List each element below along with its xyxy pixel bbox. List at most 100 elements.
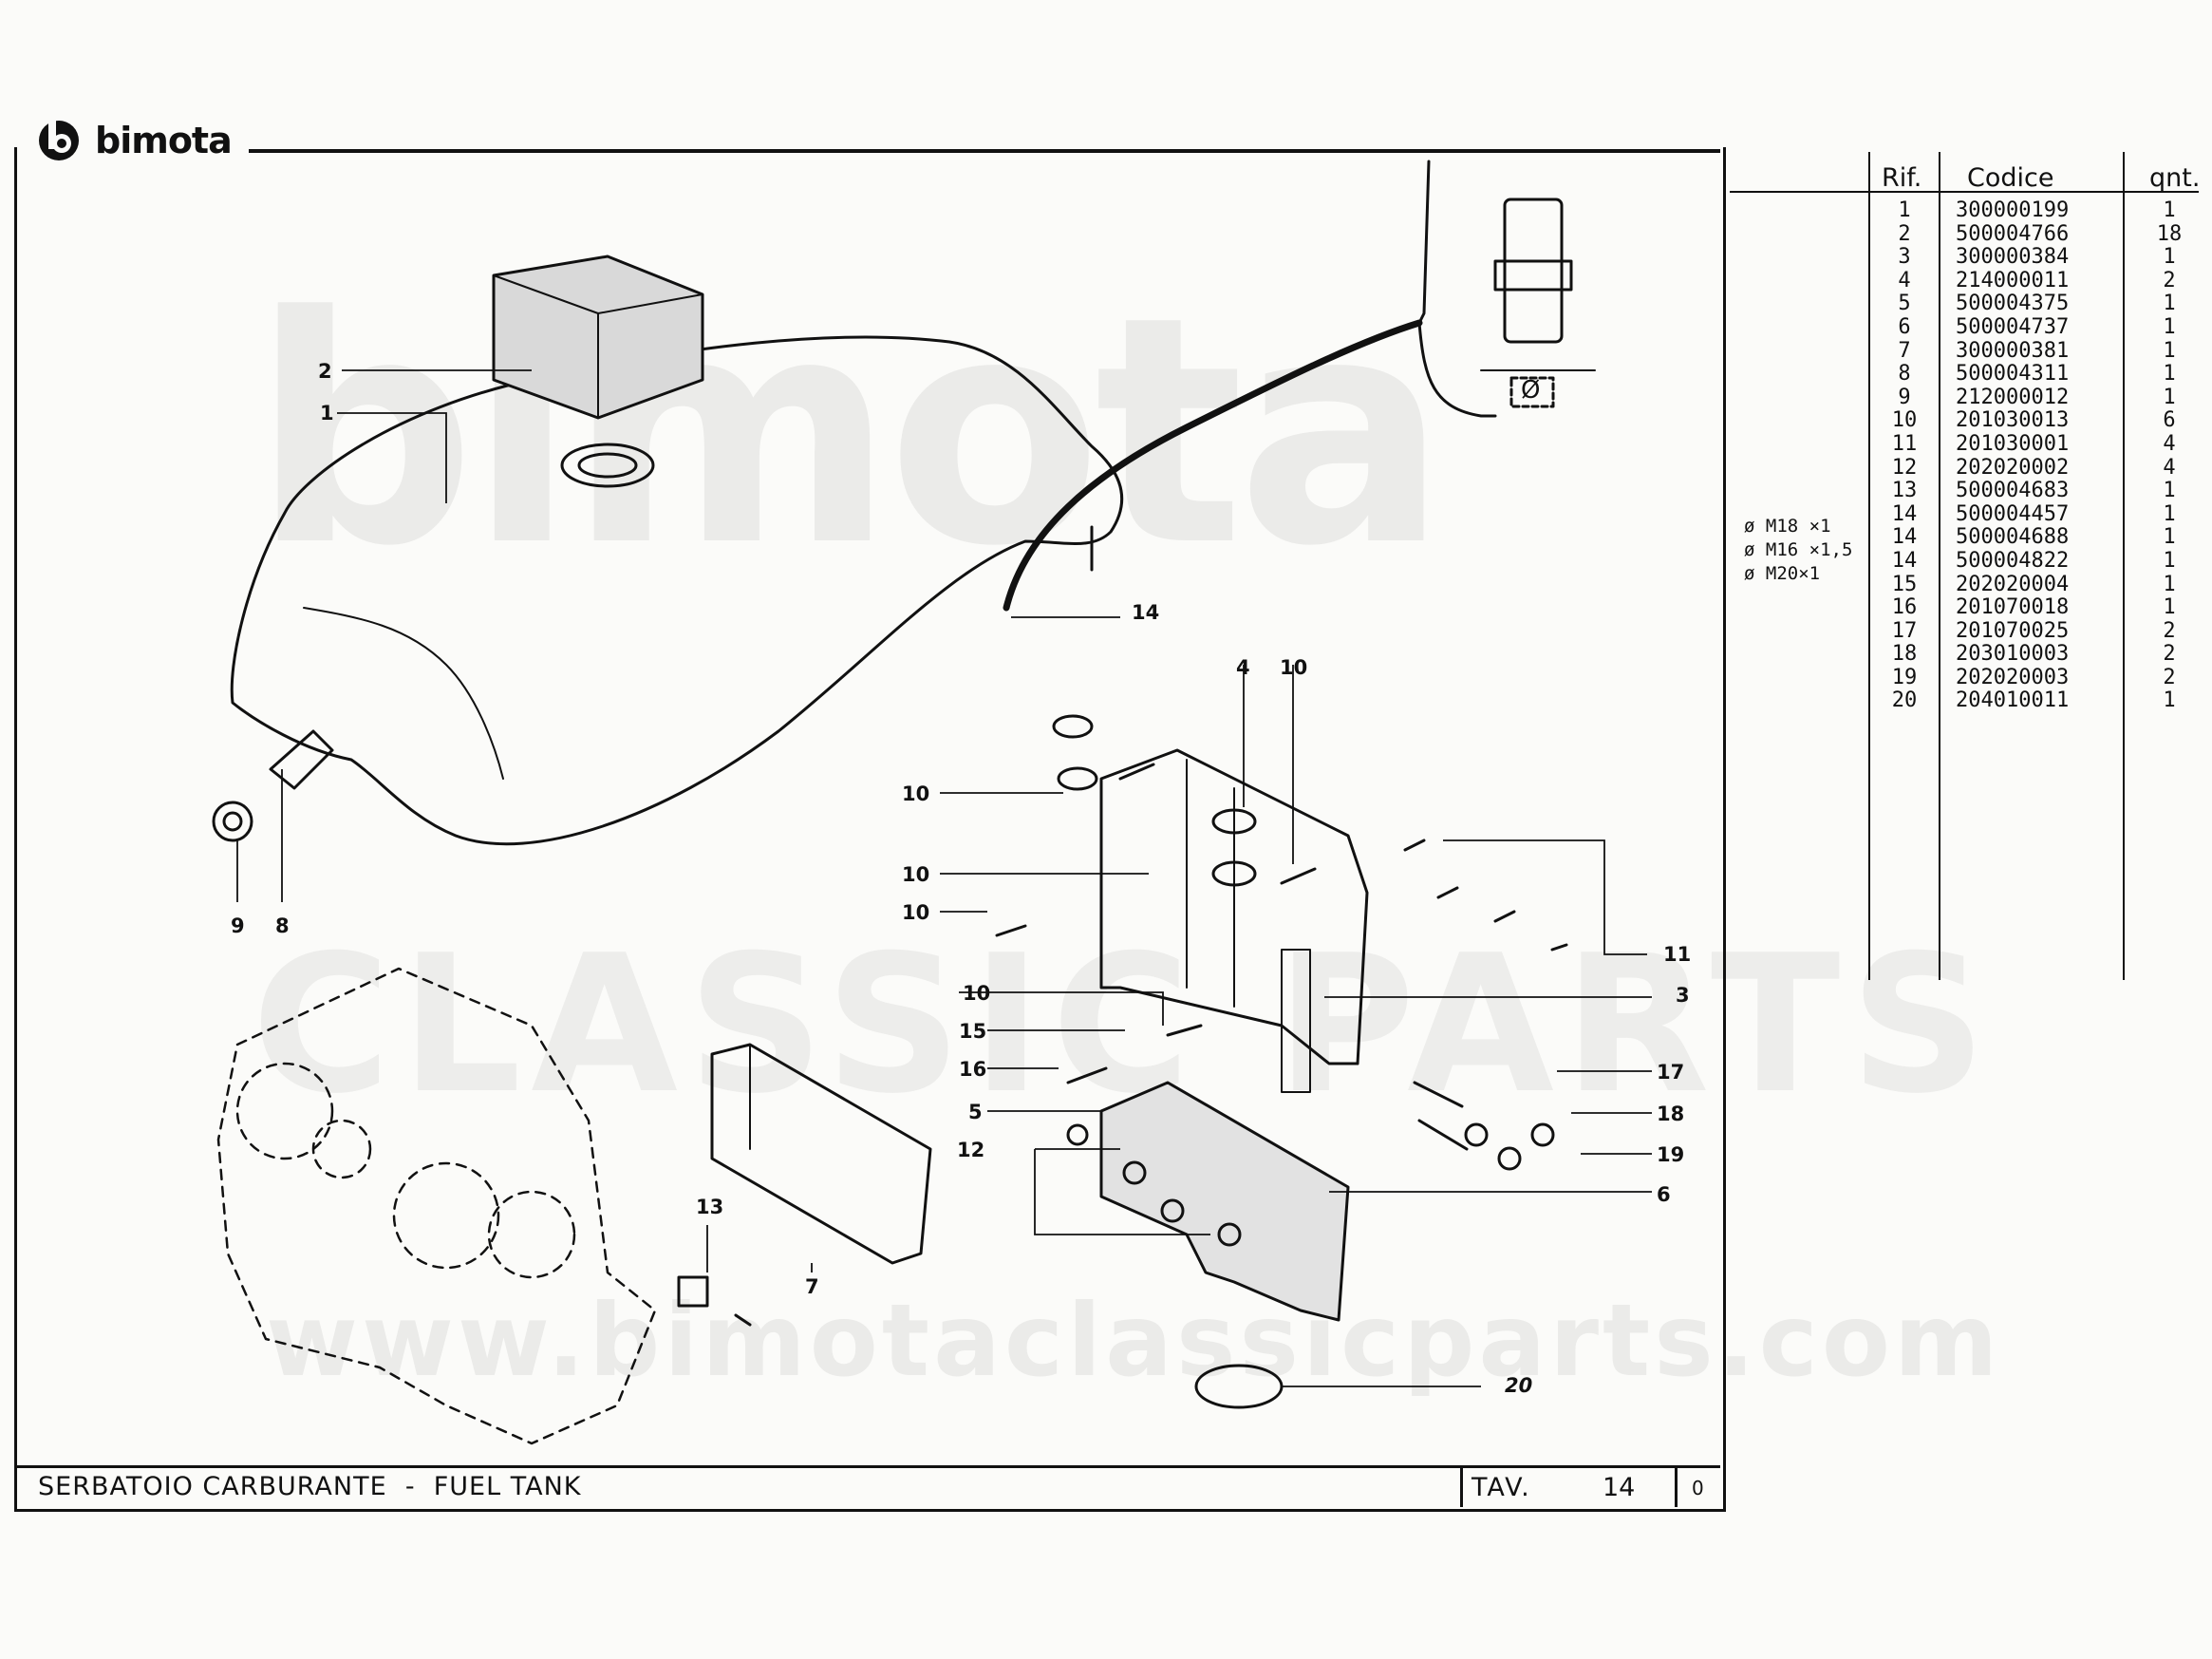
cell-rif: 5 — [1898, 292, 1911, 316]
cell-codice: 500004683 — [1956, 479, 2070, 503]
callout: 9 — [231, 914, 245, 937]
cell-rif: 13 — [1891, 479, 1918, 503]
callout: 10 — [902, 782, 929, 805]
cell-rif: 7 — [1898, 338, 1911, 363]
callout: 3 — [1676, 984, 1690, 1007]
cell-codice: 204010011 — [1956, 688, 2070, 713]
cell-codice: 500004737 — [1956, 314, 2070, 339]
cell-qnt: 1 — [2163, 595, 2176, 620]
callout: 10 — [902, 901, 929, 924]
callout: 10 — [963, 982, 990, 1005]
cell-rif: 19 — [1891, 665, 1918, 689]
callout: 16 — [959, 1058, 986, 1081]
cell-qnt: 18 — [2156, 221, 2183, 246]
cell-codice: 212000012 — [1956, 385, 2070, 409]
callout: 7 — [805, 1275, 819, 1298]
callout: 19 — [1657, 1143, 1684, 1166]
cell-qnt: 1 — [2163, 572, 2176, 596]
diameter-symbol: Ø — [1521, 376, 1540, 405]
thread-size-labels: ø M18 ×1 ø M16 ×1,5 ø M20×1 — [1744, 515, 1852, 586]
filler-cap — [560, 443, 655, 488]
table-header: Rif. Codice qnt. — [1728, 160, 2201, 193]
cell-qnt: 4 — [2163, 455, 2176, 480]
cell-rif: 11 — [1891, 431, 1918, 456]
cell-qnt: 2 — [2163, 665, 2176, 689]
o-ring — [1194, 1364, 1284, 1409]
cell-codice: 203010003 — [1956, 642, 2070, 667]
callout: 15 — [959, 1020, 986, 1043]
header-codice: Codice — [1967, 163, 2054, 193]
callout: 17 — [1657, 1061, 1684, 1084]
cell-rif: 10 — [1891, 408, 1918, 433]
cell-codice: 201030001 — [1956, 431, 2070, 456]
cell-codice: 500004822 — [1956, 548, 2070, 573]
table-divider — [1939, 152, 1940, 980]
cell-qnt: 2 — [2163, 642, 2176, 667]
callout: 10 — [902, 863, 929, 886]
cell-codice: 500004688 — [1956, 525, 2070, 550]
cell-qnt: 1 — [2163, 688, 2176, 713]
drawing-title: SERBATOIO CARBURANTE - FUEL TANK — [38, 1472, 582, 1501]
clip — [677, 1275, 709, 1308]
battery-bracket — [1099, 748, 1369, 1065]
callout: 12 — [957, 1139, 984, 1161]
callout: 8 — [275, 914, 290, 937]
guard-plate — [1099, 1081, 1350, 1322]
thread-label: ø M16 ×1,5 — [1744, 539, 1853, 560]
callout: 14 — [1132, 601, 1159, 624]
cell-rif: 17 — [1891, 618, 1918, 643]
cell-rif: 18 — [1891, 642, 1918, 667]
exploded-diagram: 2 1 3 4 5 6 7 8 9 10 10 10 10 10 11 12 1… — [212, 160, 1691, 1445]
table-divider — [2123, 152, 2125, 980]
footer-rule — [14, 1465, 1720, 1468]
cell-codice: 300000384 — [1956, 245, 2070, 270]
cell-codice: 500004375 — [1956, 292, 2070, 316]
thread-label: ø M18 ×1 — [1744, 516, 1831, 537]
cell-qnt: 1 — [2163, 525, 2176, 550]
cell-qnt: 4 — [2163, 431, 2176, 456]
watermark-brand-text: CLASSIC PARTS — [252, 914, 1996, 1136]
callout: 1 — [320, 402, 334, 424]
brand-name: bimota — [95, 120, 233, 161]
header-qnt: qnt. — [2149, 163, 2201, 193]
cell-rif: 14 — [1891, 501, 1918, 526]
cell-rif: 14 — [1891, 548, 1918, 573]
cell-qnt: 1 — [2163, 245, 2176, 270]
fuel-tap — [269, 729, 334, 790]
fitting-detail — [1503, 198, 1564, 344]
cell-qnt: 1 — [2163, 314, 2176, 339]
cell-rif: 6 — [1898, 314, 1911, 339]
header-rif: Rif. — [1882, 163, 1922, 193]
cell-codice: 202020004 — [1956, 572, 2070, 596]
table-row: 6 500004737 1 — [1728, 314, 2199, 340]
drawing-frame — [14, 147, 1726, 1512]
cell-qnt: 1 — [2163, 362, 2176, 386]
cell-codice: 214000011 — [1956, 268, 2070, 292]
cell-qnt: 1 — [2163, 479, 2176, 503]
table-header-rule — [1730, 191, 2199, 193]
cell-codice: 500004457 — [1956, 501, 2070, 526]
table-row: 11 201030001 4 — [1728, 431, 2199, 457]
callout: 20 — [1505, 1374, 1532, 1397]
cell-codice: 201030013 — [1956, 408, 2070, 433]
bimota-logo-icon — [39, 121, 79, 160]
cell-codice: 201070018 — [1956, 595, 2070, 620]
cell-rif: 8 — [1898, 362, 1911, 386]
revision-number: 0 — [1692, 1477, 1704, 1499]
cell-codice: 300000381 — [1956, 338, 2070, 363]
callout: 11 — [1663, 943, 1691, 966]
